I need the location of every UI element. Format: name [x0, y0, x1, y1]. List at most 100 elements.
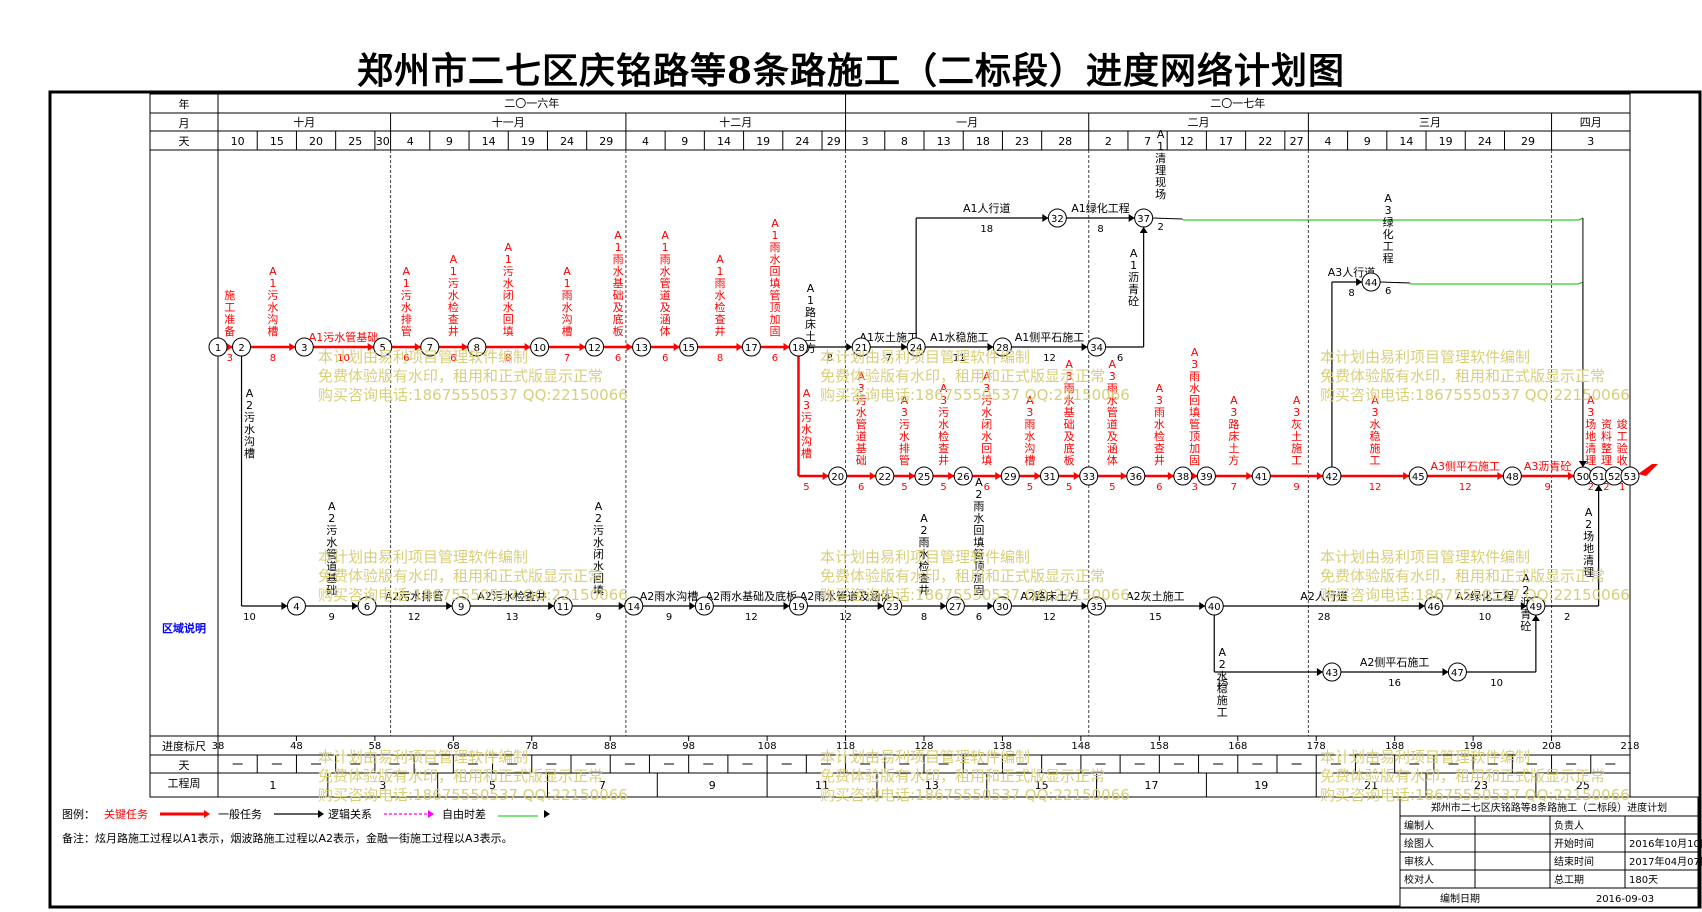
activity-label-char: 检: [1154, 429, 1165, 443]
activity-label-char: 填: [503, 324, 514, 338]
node-label: 31: [1043, 472, 1056, 483]
activity-duration: 8: [827, 353, 833, 364]
arrowhead: [869, 472, 876, 480]
watermark-text: 免费体验版有水印，租用和正式版显示正常: [1320, 567, 1605, 585]
activity-label-char: 3: [858, 382, 865, 395]
node-label: 46: [1428, 602, 1441, 613]
arrowhead: [736, 343, 743, 351]
activity-label-char: 场: [1583, 529, 1594, 543]
network-node: [914, 466, 934, 486]
day-label: 19: [756, 135, 770, 148]
network-node: [1424, 596, 1444, 616]
activity-label-char: 管: [660, 276, 671, 290]
watermark-text: 本计划由易利项目管理软件编制: [820, 348, 1030, 366]
day-label: 4: [407, 135, 414, 148]
network-node: [357, 596, 377, 616]
activity-duration: 5: [1027, 482, 1033, 493]
activity-label-char: 水: [981, 406, 992, 419]
network-node: [1204, 596, 1224, 616]
activity-duration: 9: [1544, 482, 1550, 493]
activity-label-char: A: [1230, 394, 1238, 407]
arrowhead: [367, 343, 374, 351]
activity-label-char: 水: [503, 277, 514, 290]
month-label: 一月: [956, 116, 978, 129]
activity-label: A2路床土方: [1020, 589, 1079, 603]
day-label: 29: [827, 135, 841, 148]
week-label: 17: [1144, 779, 1158, 792]
node-label: 7: [427, 343, 433, 354]
activity-label-char: 雨: [1154, 406, 1165, 419]
activity-label-char: 工: [1383, 240, 1394, 253]
network-node: [875, 466, 895, 486]
network-node: [232, 337, 252, 357]
activity-label-char: 理: [1601, 454, 1612, 467]
activity-label: A2雨水基础及底板: [706, 589, 798, 603]
day-label: 3: [862, 135, 869, 148]
free-float-line: [1410, 281, 1584, 285]
week-label: 15: [1035, 779, 1049, 792]
activity-label-char: 顶: [1189, 430, 1200, 443]
activity-label-char: 槽: [562, 325, 573, 338]
activity-label-char: 清: [1585, 442, 1596, 455]
activity-label-char: 理: [1585, 454, 1596, 467]
arrowhead: [1567, 472, 1574, 480]
week-label: 19: [1254, 779, 1268, 792]
network-node: [788, 337, 808, 357]
network-node: [788, 596, 808, 616]
network-node: [420, 337, 440, 357]
activity-duration: 9: [329, 612, 335, 623]
activity-label-char: 顶: [769, 301, 780, 314]
activity-label-char: 沟: [562, 313, 573, 326]
activity-label-char: 工: [1217, 706, 1228, 719]
activity-label-char: 3: [1372, 406, 1379, 419]
arrowhead: [226, 343, 233, 351]
activity-label-char: 灰: [1291, 417, 1302, 431]
arrowhead: [1073, 472, 1080, 480]
activity-label-char: 回: [593, 572, 604, 585]
activity-label-char: 水: [1370, 418, 1381, 431]
activity-label-char: 槽: [267, 325, 278, 338]
network-node: [1087, 337, 1107, 357]
activity-label-char: 板: [1064, 453, 1075, 467]
network-node: [1408, 466, 1428, 486]
activity-label-char: 水: [1154, 418, 1165, 431]
activity-duration: 12: [1459, 482, 1472, 493]
network-node: [1447, 662, 1467, 682]
day-label: 7: [1144, 135, 1151, 148]
watermark-text: 本计划由易利项目管理软件编制: [318, 748, 528, 766]
activity-label: A3侧平石施工: [1431, 460, 1501, 473]
info-table-cell: 总工期: [1554, 873, 1584, 886]
activity-label-char: 井: [938, 453, 949, 467]
day-label: 24: [1478, 135, 1492, 148]
activity-label-char: 查: [1154, 441, 1165, 455]
arrowhead: [1418, 602, 1425, 610]
network-node: [1322, 662, 1342, 682]
activity-label-char: 3: [940, 394, 947, 407]
network-node: [553, 596, 573, 616]
activity-label-char: 现: [1155, 176, 1166, 189]
activity-label-char: 2: [1522, 584, 1529, 597]
activity-label-char: 沟: [801, 435, 812, 448]
activity-duration: 8: [1097, 224, 1103, 235]
network-node: [992, 337, 1012, 357]
activity-label-char: A: [771, 217, 779, 230]
info-table-cell: 180天: [1629, 875, 1658, 886]
month-label: 二月: [1188, 116, 1210, 129]
node-label: 14: [627, 602, 640, 613]
activity-label: A3人行道: [1328, 265, 1376, 279]
arrowhead: [1497, 472, 1504, 480]
arrowhead: [289, 343, 296, 351]
activity-label-char: 稳: [1370, 429, 1381, 443]
day-label: 30: [376, 135, 390, 148]
activity-label-char: 填: [1189, 405, 1200, 419]
day-label: 4: [642, 135, 649, 148]
watermark-text: 购买咨询电话:18675550537 QQ:22150066: [820, 586, 1130, 604]
network-node: [1173, 466, 1193, 486]
node-label: 29: [1004, 472, 1017, 483]
activity-duration: 3: [1191, 482, 1197, 493]
watermark-text: 购买咨询电话:18675550537 QQ:22150066: [1320, 786, 1630, 804]
network-node: [851, 337, 871, 357]
scale-tick-label: 218: [1620, 741, 1639, 752]
activity-duration: 6: [1385, 286, 1391, 297]
activity-label-char: 3: [983, 382, 990, 395]
